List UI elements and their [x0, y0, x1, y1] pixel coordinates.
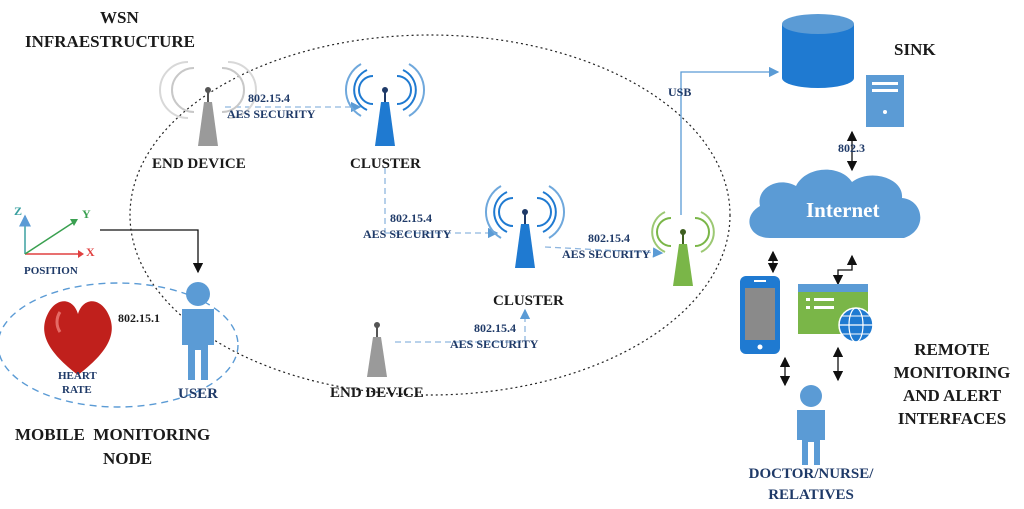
cluster-top-antenna-tower-icon — [344, 63, 426, 146]
remote-title-line3: AND ALERT — [902, 386, 1002, 405]
doctor-label-line1: DOCTOR/NURSE/ — [748, 466, 874, 482]
link3-security: AES SECURITY — [562, 247, 651, 261]
axis-z-label: Z — [14, 204, 23, 218]
link3-protocol: 802.15.4 — [588, 231, 630, 245]
wsn-links — [225, 101, 664, 343]
coordinator-antenna-tower-icon — [651, 211, 715, 286]
link4-security: AES SECURITY — [450, 337, 539, 351]
position-to-user-arrow — [100, 229, 204, 274]
wsn-title-line1: WSN — [100, 8, 139, 27]
remote-title-line2: MONITORING — [893, 363, 1011, 382]
remote-title-line1: REMOTE — [914, 340, 990, 359]
sink-internet-protocol: 802.3 — [838, 141, 865, 155]
mobile-node-title-line2: NODE — [103, 449, 153, 468]
user-person-icon — [182, 282, 214, 380]
cloud-icon — [749, 169, 921, 238]
usb-label: USB — [668, 85, 692, 99]
heart-icon — [44, 301, 112, 375]
user-label: USER — [178, 386, 219, 402]
server-icon — [866, 75, 904, 127]
body-area-boundary — [0, 282, 239, 408]
position-label: POSITION — [24, 265, 78, 277]
sink-label: SINK — [894, 40, 936, 59]
link1-security: AES SECURITY — [227, 107, 316, 121]
end-device-top-antenna-tower-icon — [159, 61, 257, 146]
link4-protocol: 802.15.4 — [474, 321, 516, 335]
axis-y-label: Y — [82, 207, 91, 221]
internet-browser-link — [832, 254, 858, 286]
mobile-node-title-line1: MOBILE MONITORING — [15, 425, 211, 444]
globe-icon — [838, 307, 874, 343]
database-icon — [782, 14, 854, 88]
wsn-title-line2: INFRAESTRUCTURE — [25, 32, 196, 51]
wsn-boundary — [129, 34, 731, 396]
heart-rate-line2: RATE — [62, 384, 92, 396]
axis-x-label: X — [86, 245, 95, 259]
end-device-bottom-antenna-tower-icon — [367, 322, 387, 377]
axes-icon — [19, 214, 84, 258]
body-link-protocol: 802.15.1 — [118, 311, 160, 325]
usb-link — [680, 66, 780, 215]
remote-title-line4: INTERFACES — [897, 409, 1007, 428]
link2-security: AES SECURITY — [363, 227, 452, 241]
doctor-person-icon — [797, 385, 825, 465]
end-device-top-label: END DEVICE — [152, 156, 246, 172]
link2-protocol: 802.15.4 — [390, 211, 432, 225]
internet-label: Internet — [806, 198, 880, 222]
link1-protocol: 802.15.4 — [248, 91, 290, 105]
cluster-middle-label: CLUSTER — [493, 293, 564, 309]
smartphone-icon — [740, 276, 780, 354]
end-device-bottom-label: END DEVICE — [330, 385, 424, 401]
cluster-middle-antenna-tower-icon — [484, 185, 566, 268]
heart-rate-line1: HEART — [58, 370, 97, 382]
cluster-top-label: CLUSTER — [350, 156, 421, 172]
doctor-label-line2: RELATIVES — [768, 487, 854, 503]
